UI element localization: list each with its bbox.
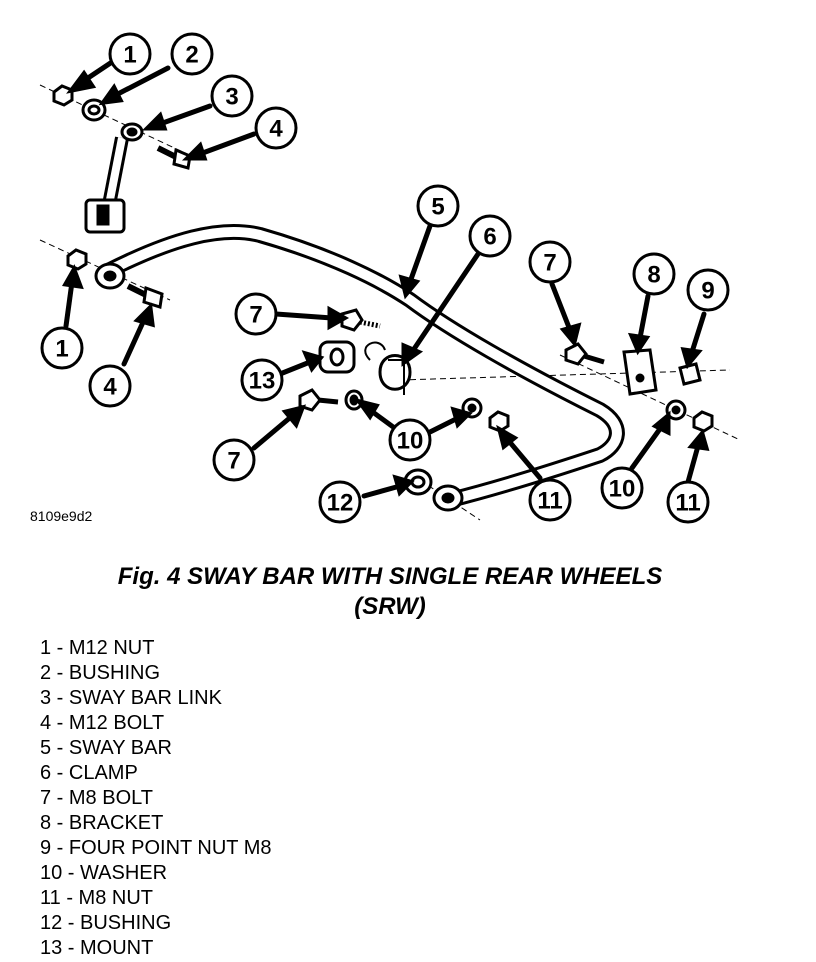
callout-4-top: 4: [269, 116, 283, 143]
callout-11-center: 11: [537, 488, 562, 515]
callout-arrows: [62, 59, 710, 499]
legend-item: 3 - SWAY BAR LINK: [40, 687, 222, 709]
figure-title-line-2: (SRW): [354, 593, 426, 620]
sway-bar-diagram: 1 2 3 4 5 6 7 13 7 1 4 7 8 9 10 11 10 11…: [39, 32, 741, 524]
callout-circles: [40, 32, 730, 524]
legend-item: 12 - BUSHING: [40, 912, 172, 934]
legend-item: 13 - MOUNT: [40, 937, 154, 959]
callout-10-right: 10: [609, 476, 636, 503]
legend-item: 9 - FOUR POINT NUT M8: [40, 837, 272, 859]
callout-12: 12: [327, 490, 354, 517]
figure-title-line-1: Fig. 4 SWAY BAR WITH SINGLE REAR WHEELS: [117, 563, 663, 590]
callout-8: 8: [647, 262, 660, 289]
callout-7-lower: 7: [227, 448, 240, 475]
bar-end-eyes: [94, 262, 464, 512]
callout-11-right: 11: [675, 490, 700, 517]
legend-item: 2 - BUSHING: [40, 662, 161, 684]
legend-item: 7 - M8 BOLT: [40, 787, 153, 809]
hardware: [52, 84, 714, 496]
legend-item: 8 - BRACKET: [40, 812, 164, 834]
callout-6: 6: [483, 224, 496, 251]
parts-legend: 1 - M12 NUT 2 - BUSHING 3 - SWAY BAR LIN…: [40, 636, 272, 961]
callout-2: 2: [185, 42, 198, 69]
figure-ref-code: 8109e9d2: [30, 508, 93, 524]
callout-13: 13: [249, 368, 276, 395]
callout-labels: 1 2 3 4 5 6 7 13 7 1 4 7 8 9 10 11 10 11…: [55, 42, 714, 517]
callout-5: 5: [431, 194, 444, 221]
legend-item: 10 - WASHER: [40, 862, 168, 884]
legend-item: 4 - M12 BOLT: [40, 712, 165, 734]
callout-9: 9: [701, 278, 714, 305]
callout-4-lower: 4: [103, 374, 117, 401]
callout-3: 3: [225, 84, 238, 111]
sway-bar-link: [84, 122, 144, 234]
legend-item: 6 - CLAMP: [40, 762, 138, 784]
figure-title: Fig. 4 SWAY BAR WITH SINGLE REAR WHEELS …: [40, 562, 740, 622]
callout-10-center: 10: [397, 428, 424, 455]
callout-7-right: 7: [543, 250, 556, 277]
callout-1-lower: 1: [55, 336, 68, 363]
sway-bar: [102, 223, 625, 508]
legend-item: 1 - M12 NUT: [40, 637, 155, 659]
legend-item: 11 - M8 NUT: [40, 887, 153, 909]
callout-7-center: 7: [249, 302, 262, 329]
callout-1-top: 1: [123, 42, 136, 69]
legend-item: 5 - SWAY BAR: [40, 737, 172, 759]
